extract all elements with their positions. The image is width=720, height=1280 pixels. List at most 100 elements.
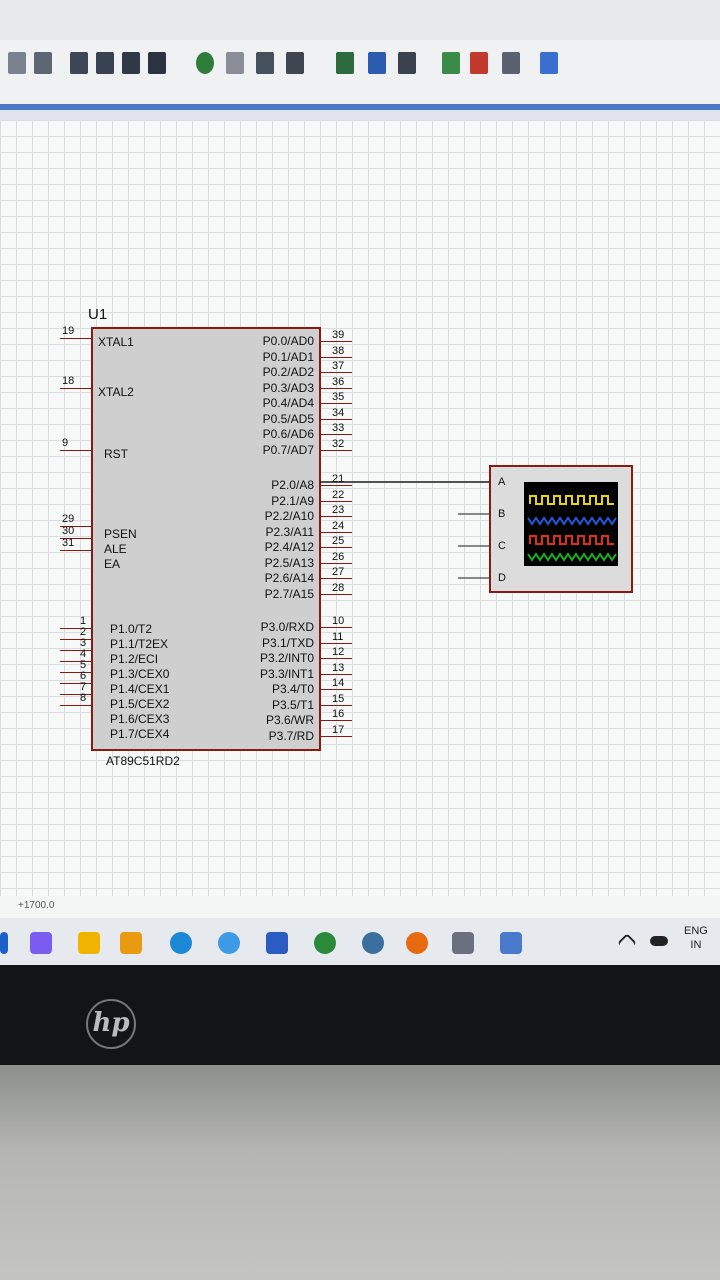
right-pin-label: P0.2/AD2 xyxy=(262,365,314,379)
left-pin-label: ALE xyxy=(104,542,127,556)
firefox-icon[interactable] xyxy=(406,932,428,954)
chip-body xyxy=(91,327,321,751)
left-pin-number: 3 xyxy=(80,637,87,649)
chevron-up-icon[interactable] xyxy=(617,933,637,953)
left-pin-line xyxy=(60,661,92,662)
right-pin-line xyxy=(320,418,352,420)
zoom-icon[interactable] xyxy=(196,52,214,74)
report-icon[interactable] xyxy=(540,52,558,74)
status-bar: +1700.0 xyxy=(0,896,720,918)
left-pin-line xyxy=(60,538,92,539)
right-pin-label: P2.2/A10 xyxy=(264,509,314,523)
copy-icon[interactable] xyxy=(8,52,26,74)
right-pin-line xyxy=(320,485,352,486)
right-pin-label: P3.2/INT0 xyxy=(259,651,314,665)
right-pin-number: 21 xyxy=(332,473,345,485)
delete-sheet-icon[interactable] xyxy=(470,52,488,74)
left-pin-line xyxy=(60,705,92,706)
proteus-isis-icon[interactable] xyxy=(452,932,474,954)
left-pin-label: P1.4/CEX1 xyxy=(110,682,170,696)
right-pin-number: 27 xyxy=(332,566,345,578)
right-pin-number: 34 xyxy=(332,406,345,419)
right-pin-label: P3.3/INT1 xyxy=(259,666,314,681)
left-pin-label: P1.1/T2EX xyxy=(110,637,169,651)
right-pin-number: 11 xyxy=(332,630,344,643)
right-pin-line xyxy=(320,578,352,579)
left-pin-label: PSEN xyxy=(104,527,137,541)
language-code: ENG xyxy=(684,925,708,937)
copilot-icon[interactable] xyxy=(30,932,52,954)
right-pin-label: P2.6/A14 xyxy=(264,571,314,585)
trace-a xyxy=(529,495,614,505)
right-pin-label: P0.5/AD5 xyxy=(262,411,314,426)
left-pin-line xyxy=(60,550,92,551)
right-pin-number: 38 xyxy=(332,344,345,357)
block-icon[interactable] xyxy=(122,52,140,74)
right-pin-label: P0.4/AD4 xyxy=(262,396,314,410)
chip-part: AT89C51RD2 xyxy=(106,754,180,768)
left-pin-number: 30 xyxy=(62,525,75,537)
right-pin-line xyxy=(320,500,352,502)
word-icon[interactable] xyxy=(266,932,288,954)
trace-c xyxy=(529,535,614,545)
canvas-ruler xyxy=(0,110,720,120)
language-region: IN xyxy=(690,939,702,951)
left-pin-label: EA xyxy=(104,557,121,571)
app-green-icon[interactable] xyxy=(314,932,336,954)
right-pin-label: P3.5/T1 xyxy=(271,697,314,712)
left-pin-line xyxy=(60,526,92,527)
wand-icon[interactable] xyxy=(226,52,244,74)
store-icon[interactable] xyxy=(120,932,142,954)
tools-icon[interactable] xyxy=(398,52,416,74)
right-pin-label: P2.1/A9 xyxy=(271,493,314,508)
language-indicator[interactable]: ENG IN xyxy=(684,924,708,952)
align-icon[interactable] xyxy=(70,52,88,74)
chrome-icon[interactable] xyxy=(218,932,240,954)
netlist-icon[interactable] xyxy=(368,52,386,74)
coordinate-readout: +1700.0 xyxy=(18,900,55,911)
right-pin-line xyxy=(320,704,352,706)
right-pin-number: 14 xyxy=(332,677,345,689)
right-pin-line xyxy=(320,642,352,644)
right-pin-number: 25 xyxy=(332,535,345,547)
scope-channel-c: C xyxy=(498,540,506,552)
left-pin-label: XTAL1 xyxy=(98,335,134,349)
trace-d xyxy=(527,552,617,562)
laptop-base xyxy=(0,1065,720,1280)
bom-icon[interactable] xyxy=(502,52,520,74)
pick-icon[interactable] xyxy=(256,52,274,74)
new-sheet-icon[interactable] xyxy=(442,52,460,74)
proteus-ares-icon[interactable] xyxy=(500,932,522,954)
right-pin-line xyxy=(320,387,352,389)
distribute-icon[interactable] xyxy=(96,52,114,74)
file-explorer-icon[interactable] xyxy=(78,932,100,954)
paste-icon[interactable] xyxy=(34,52,52,74)
edge-icon[interactable] xyxy=(170,932,192,954)
left-pin-label: XTAL2 xyxy=(98,385,134,399)
hammer-icon[interactable] xyxy=(286,52,304,74)
left-pin-number: 6 xyxy=(80,670,87,682)
block2-icon[interactable] xyxy=(148,52,166,74)
right-pin-label: P2.7/A15 xyxy=(264,586,314,601)
chip-ref: U1 xyxy=(88,306,108,323)
right-pin-label: P3.4/T0 xyxy=(271,682,314,696)
right-pin-number: 28 xyxy=(332,581,345,594)
right-pin-number: 22 xyxy=(332,488,345,501)
left-pin-label: P1.7/CEX4 xyxy=(110,727,170,741)
right-pin-line xyxy=(320,434,352,435)
right-pin-label: P3.0/RXD xyxy=(260,620,314,634)
right-pin-number: 23 xyxy=(332,504,345,516)
right-pin-label: P0.1/AD1 xyxy=(262,349,314,364)
left-pin-number: 19 xyxy=(62,325,75,337)
right-pin-line xyxy=(320,547,352,548)
schematic-icon[interactable] xyxy=(336,52,354,74)
right-pin-label: P0.7/AD7 xyxy=(262,442,314,457)
left-pin-label: RST xyxy=(104,447,128,461)
left-pin-line xyxy=(60,694,92,695)
right-pin-line xyxy=(320,658,352,659)
whatsapp-icon[interactable] xyxy=(362,932,384,954)
left-pin-label: P1.5/CEX2 xyxy=(110,697,170,711)
cloud-icon[interactable] xyxy=(650,936,668,946)
windows-icon[interactable] xyxy=(0,932,8,954)
